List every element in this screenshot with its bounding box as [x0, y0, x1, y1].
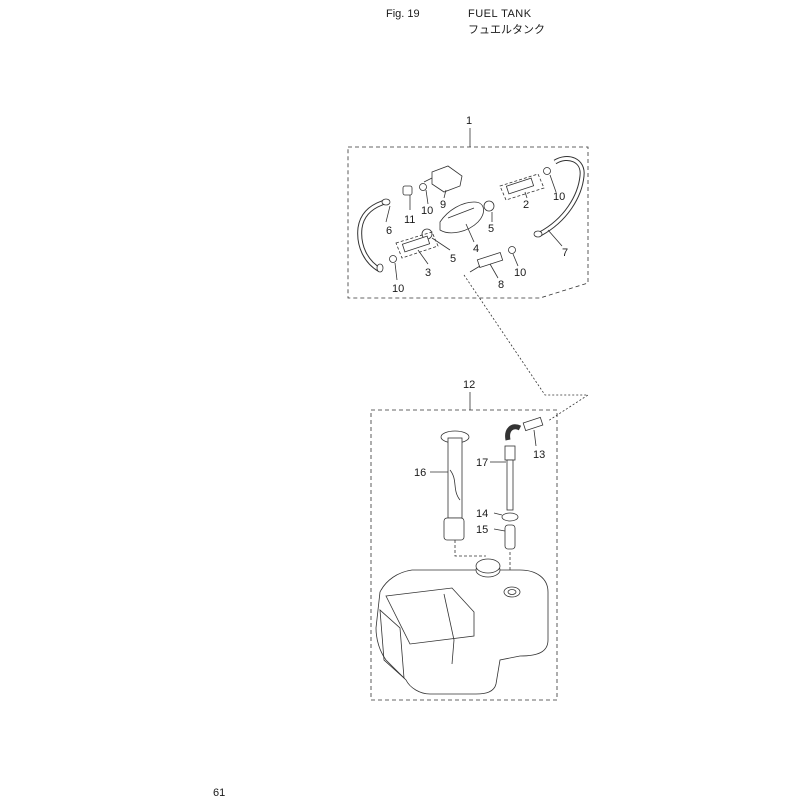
clip-11	[402, 185, 413, 196]
tank-side-recess	[379, 609, 405, 679]
elbow-outline	[505, 424, 522, 441]
primer-bulb-4	[439, 201, 484, 234]
callout-2: 2	[523, 199, 529, 211]
group-12-fuel-tank-assembly	[370, 392, 558, 701]
callout-8: 8	[498, 279, 504, 291]
fitting-3	[401, 235, 431, 253]
callout-11: 11	[404, 214, 415, 226]
fitting-2	[505, 177, 535, 195]
callout-5: 5	[450, 253, 456, 265]
callout-10: 10	[392, 283, 404, 295]
callout-15: 15	[476, 524, 488, 536]
callout-16: 16	[414, 467, 426, 479]
callout-4: 4	[473, 243, 479, 255]
callout-14: 14	[476, 508, 488, 520]
gauge-float-wire	[449, 469, 461, 501]
clip-10	[389, 255, 397, 263]
page-title: FUEL TANK	[468, 8, 532, 20]
group-1-boundary	[347, 146, 589, 299]
filter-15	[504, 524, 516, 550]
group-1-fuel-hose-assembly	[347, 128, 589, 299]
tube-fitting	[504, 445, 516, 461]
callout-7: 7	[562, 247, 568, 259]
connector-9	[431, 165, 463, 193]
clip-10	[508, 246, 516, 254]
hose-end	[381, 198, 391, 206]
callout-13: 13	[533, 449, 545, 461]
guide-line	[454, 540, 486, 557]
callout-6: 6	[386, 225, 392, 237]
hose-6	[358, 200, 386, 272]
callout-17: 17	[476, 457, 488, 469]
joint-13	[522, 416, 544, 432]
page-number: 61	[213, 787, 226, 799]
callout-1: 1	[466, 115, 472, 127]
callout-labels: 1 2 3 4 5 5 6 7 8 9 10 10 10 10 11 12 13…	[386, 115, 568, 536]
filler-cap	[475, 558, 501, 574]
hose-end	[376, 263, 384, 273]
tank-handle-recess	[385, 587, 475, 645]
connection-line	[463, 274, 590, 422]
fitting-2-boundary	[499, 173, 545, 201]
callout-10: 10	[553, 191, 565, 203]
callout-12: 12	[463, 379, 475, 391]
fitting-8-stub	[469, 265, 481, 273]
tank-outlet-inner	[507, 589, 517, 595]
fuel-gauge-16	[447, 437, 463, 519]
clip-10	[419, 183, 427, 191]
group-12-boundary	[370, 409, 558, 701]
tank-outlet	[503, 586, 521, 598]
label-leaders	[385, 174, 563, 532]
fitting-3-boundary	[395, 231, 439, 259]
fuel-tank-body	[375, 569, 549, 695]
hose-7	[539, 157, 584, 236]
page-title-japanese: フュエルタンク	[468, 23, 545, 36]
callout-10: 10	[421, 205, 433, 217]
o-ring-14	[501, 512, 519, 522]
callout-10: 10	[514, 267, 526, 279]
figure-number: Fig. 19	[386, 8, 420, 20]
tank-contour	[443, 593, 455, 665]
callout-9: 9	[440, 199, 446, 211]
hose-end	[533, 230, 543, 238]
primer-bulb-detail	[447, 207, 475, 219]
callout-5: 5	[488, 223, 494, 235]
connector-9-stub	[423, 177, 433, 183]
gauge-float	[443, 517, 465, 541]
callout-3: 3	[425, 267, 431, 279]
fitting-8	[476, 251, 504, 269]
hose-6-outline	[357, 199, 386, 273]
clip-5	[483, 200, 495, 212]
fuel-pickup-tube-17	[506, 459, 514, 511]
clip-10	[543, 167, 551, 175]
